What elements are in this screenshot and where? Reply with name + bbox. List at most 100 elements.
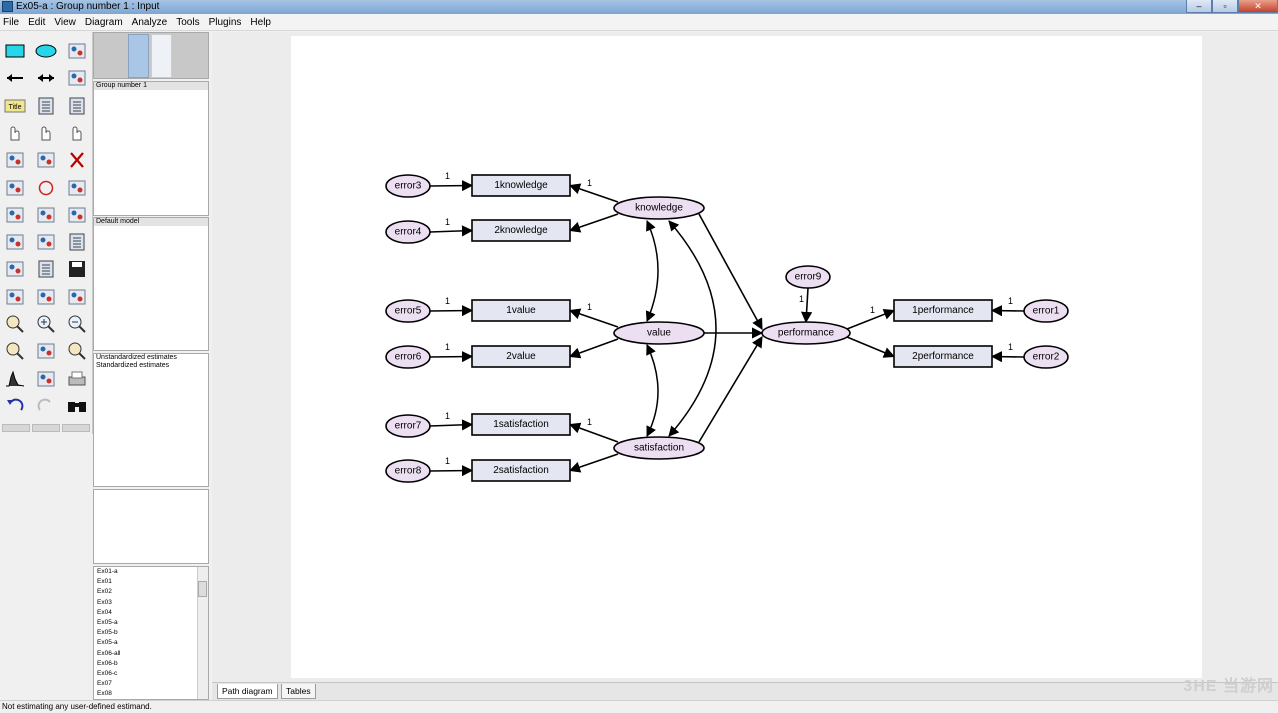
- redo-icon[interactable]: [33, 395, 59, 417]
- file-item[interactable]: Ex01: [97, 578, 112, 586]
- error-ellipse[interactable]: [385, 174, 431, 198]
- erase-icon[interactable]: [64, 149, 90, 171]
- latent-variable[interactable]: knowledge: [613, 196, 705, 220]
- print-icon[interactable]: [64, 368, 90, 390]
- drag-properties-icon[interactable]: [33, 286, 59, 308]
- observed-label[interactable]: 1knowledge: [494, 180, 548, 191]
- coefficient-label[interactable]: 1: [445, 171, 450, 181]
- calculate-icon[interactable]: [64, 231, 90, 253]
- observed-variable[interactable]: 2value: [471, 345, 571, 368]
- touch-up-icon[interactable]: [64, 204, 90, 226]
- menu-analyze[interactable]: Analyze: [131, 16, 168, 28]
- title-icon[interactable]: Title: [2, 95, 28, 117]
- preserve-symmetry-icon[interactable]: [64, 286, 90, 308]
- path-diagram[interactable]: 11111111111111knowledge2knowledge1value2…: [291, 36, 1202, 678]
- observed-label[interactable]: 2satisfaction: [493, 465, 549, 476]
- shape-icon[interactable]: [2, 177, 28, 199]
- latent-ellipse[interactable]: [613, 436, 705, 460]
- latent-variable[interactable]: value: [613, 321, 705, 345]
- observed-variable[interactable]: 1satisfaction: [471, 413, 571, 436]
- error-label[interactable]: error2: [1033, 352, 1060, 363]
- move-icon[interactable]: [33, 149, 59, 171]
- file-item[interactable]: Ex04: [97, 608, 112, 616]
- zoom-in-icon[interactable]: [33, 313, 59, 335]
- latent-variable[interactable]: satisfaction: [613, 436, 705, 460]
- error-ellipse[interactable]: [385, 220, 431, 244]
- observed-box[interactable]: [893, 345, 993, 368]
- tab-tables[interactable]: Tables: [281, 684, 316, 699]
- full-page-icon[interactable]: [2, 340, 28, 362]
- diagram-edges[interactable]: [429, 180, 1025, 477]
- scroll-thumb[interactable]: [198, 581, 207, 597]
- object-properties-icon[interactable]: [2, 286, 28, 308]
- error-label[interactable]: error8: [395, 466, 422, 477]
- indicator-icon[interactable]: [64, 40, 90, 62]
- observed-box[interactable]: [893, 299, 993, 322]
- coefficient-label[interactable]: 1: [445, 217, 450, 227]
- save-icon[interactable]: [64, 258, 90, 280]
- file-item[interactable]: Ex05-b: [97, 629, 118, 637]
- single-arrow-icon[interactable]: [2, 67, 28, 89]
- file-item[interactable]: Ex06-b: [97, 659, 118, 667]
- rectangle-icon[interactable]: [2, 40, 28, 62]
- observed-variable[interactable]: 2satisfaction: [471, 459, 571, 482]
- rotate-icon[interactable]: [33, 177, 59, 199]
- observed-label[interactable]: 2value: [506, 351, 536, 362]
- list-data-icon[interactable]: [64, 95, 90, 117]
- observed-variable[interactable]: 2knowledge: [471, 219, 571, 242]
- error-variable[interactable]: error9: [785, 265, 831, 289]
- zoom-select-icon[interactable]: [2, 313, 28, 335]
- estimate-item-standardized[interactable]: Standardized estimates: [96, 362, 170, 369]
- file-item[interactable]: Ex01-a: [97, 568, 118, 575]
- latent-label[interactable]: value: [647, 328, 671, 339]
- coefficient-label[interactable]: 1: [587, 302, 592, 312]
- text-output-icon[interactable]: [33, 258, 59, 280]
- select-one-icon[interactable]: [2, 122, 28, 144]
- observed-box[interactable]: [471, 299, 571, 322]
- select-all-icon[interactable]: [33, 122, 59, 144]
- tab-path-diagram[interactable]: Path diagram: [217, 684, 278, 699]
- error-label[interactable]: error1: [1033, 306, 1060, 317]
- double-arrow-icon[interactable]: [33, 67, 59, 89]
- unique-variable-icon[interactable]: [64, 67, 90, 89]
- menu-view[interactable]: View: [54, 16, 76, 28]
- error-variable[interactable]: error2: [1023, 345, 1069, 369]
- observed-variable[interactable]: 2performance: [893, 345, 993, 368]
- latent-ellipse[interactable]: [761, 321, 851, 345]
- scroll-icon[interactable]: [33, 204, 59, 226]
- analysis-properties-icon[interactable]: [33, 231, 59, 253]
- data-files-icon[interactable]: [2, 231, 28, 253]
- group-item[interactable]: Group number 1: [94, 82, 208, 90]
- ellipse-icon[interactable]: [33, 40, 59, 62]
- coefficient-label[interactable]: 1: [587, 178, 592, 188]
- error-ellipse[interactable]: [385, 299, 431, 323]
- coefficient-label[interactable]: 1: [1008, 342, 1013, 352]
- latent-label[interactable]: performance: [778, 328, 835, 339]
- file-list-scrollbar[interactable]: [197, 567, 208, 699]
- error-ellipse[interactable]: [385, 345, 431, 369]
- error-variable[interactable]: error4: [385, 220, 431, 244]
- menu-help[interactable]: Help: [250, 16, 271, 28]
- file-item[interactable]: Ex06-c: [97, 670, 118, 678]
- observed-variable[interactable]: 1knowledge: [471, 174, 571, 197]
- error-variable[interactable]: error1: [1023, 299, 1069, 323]
- file-item[interactable]: Ex05-a: [97, 639, 118, 647]
- toolbox-scroll-segment[interactable]: [32, 424, 60, 432]
- observed-box[interactable]: [471, 345, 571, 368]
- file-item[interactable]: Ex05-a: [97, 619, 118, 627]
- fit-page-icon[interactable]: [33, 340, 59, 362]
- file-item[interactable]: Ex08: [97, 690, 112, 698]
- bayesian-icon[interactable]: [2, 368, 28, 390]
- search-icon[interactable]: [64, 395, 90, 417]
- error-variable[interactable]: error5: [385, 299, 431, 323]
- coefficient-label[interactable]: 1: [445, 411, 450, 421]
- error-label[interactable]: error3: [395, 181, 422, 192]
- observed-box[interactable]: [471, 174, 571, 197]
- observed-variable[interactable]: 1performance: [893, 299, 993, 322]
- error-variable[interactable]: error8: [385, 459, 431, 483]
- coefficient-label[interactable]: 1: [445, 342, 450, 352]
- observed-label[interactable]: 1performance: [912, 305, 974, 316]
- menu-diagram[interactable]: Diagram: [84, 16, 123, 28]
- error-ellipse[interactable]: [1023, 299, 1069, 323]
- view-output-button[interactable]: [151, 34, 172, 78]
